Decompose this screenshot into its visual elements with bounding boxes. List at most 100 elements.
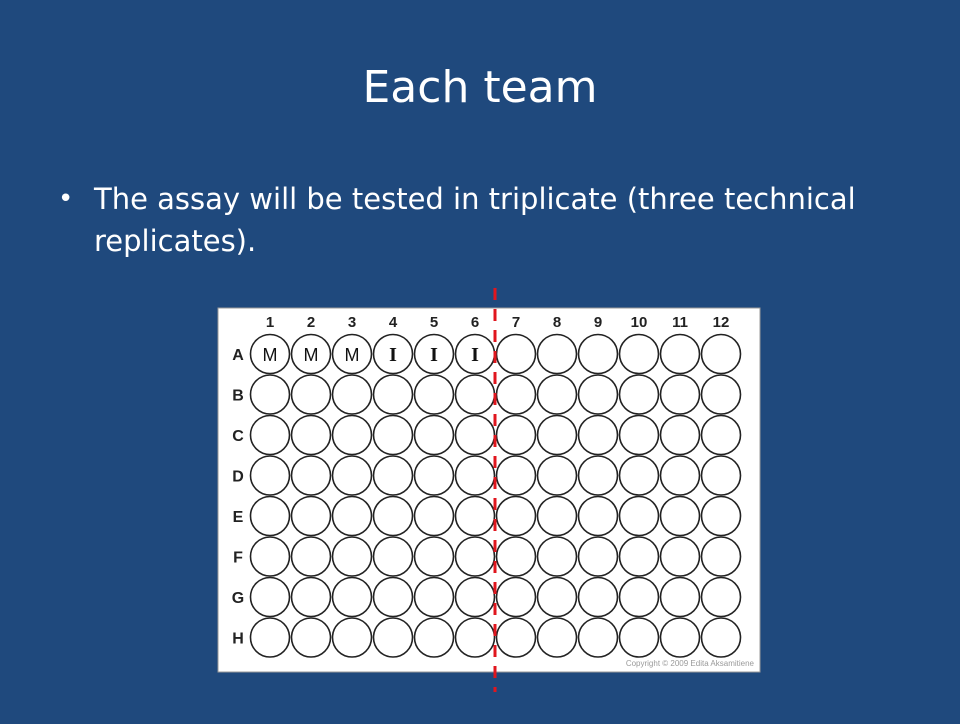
well [372, 333, 414, 375]
well [700, 617, 742, 658]
well [249, 374, 291, 415]
row-label: G [232, 590, 244, 607]
well [536, 495, 578, 537]
well [290, 374, 332, 415]
row-label: C [232, 428, 244, 445]
bullet-text: The assay will be tested in triplicate (… [94, 182, 856, 258]
column-label: 9 [594, 314, 602, 331]
well [495, 414, 537, 456]
column-label: 1 [266, 314, 274, 331]
well [249, 536, 291, 577]
well [577, 495, 619, 537]
well [659, 576, 701, 618]
well-label: M [304, 345, 319, 365]
well [413, 374, 455, 415]
well [331, 333, 373, 375]
well [700, 333, 742, 375]
column-label: 5 [430, 314, 438, 331]
well [413, 455, 455, 496]
well [659, 495, 701, 537]
well [495, 455, 537, 496]
well [372, 414, 414, 456]
column-label: 10 [631, 314, 648, 331]
well [618, 455, 660, 496]
well [331, 414, 373, 456]
well [536, 455, 578, 496]
well [413, 536, 455, 577]
well [372, 536, 414, 577]
well [536, 414, 578, 456]
well [618, 576, 660, 618]
well [618, 374, 660, 415]
well [618, 617, 660, 658]
row-label: H [232, 631, 244, 648]
row-label: D [232, 469, 244, 486]
column-label: 6 [471, 314, 479, 331]
well [618, 536, 660, 577]
well [536, 536, 578, 577]
well [618, 495, 660, 537]
well [372, 576, 414, 618]
well [290, 333, 332, 375]
well [536, 617, 578, 658]
well [577, 333, 619, 375]
well [249, 495, 291, 537]
well-label: I [389, 344, 397, 366]
bullet-icon: • [58, 184, 74, 214]
well [495, 374, 537, 415]
well [495, 617, 537, 658]
well [454, 495, 496, 537]
well [331, 536, 373, 577]
well [331, 576, 373, 618]
well [618, 414, 660, 456]
well [372, 455, 414, 496]
well [413, 617, 455, 658]
well [249, 455, 291, 496]
well-label: I [471, 344, 479, 366]
well [454, 455, 496, 496]
well [495, 576, 537, 618]
well [290, 414, 332, 456]
well [290, 495, 332, 537]
column-label: 3 [348, 314, 356, 331]
well [413, 495, 455, 537]
well-label: M [263, 345, 278, 365]
well [413, 414, 455, 456]
well [249, 333, 291, 375]
well [372, 495, 414, 537]
column-label: 7 [512, 314, 520, 331]
well [700, 455, 742, 496]
well [495, 333, 537, 375]
well [290, 455, 332, 496]
well [659, 374, 701, 415]
slide-title: Each team [362, 62, 598, 113]
row-label: A [232, 347, 244, 364]
well [331, 617, 373, 658]
column-label: 4 [389, 314, 398, 331]
well [454, 576, 496, 618]
well [495, 536, 537, 577]
well [249, 576, 291, 618]
column-label: 2 [307, 314, 315, 331]
well [413, 333, 455, 375]
well [700, 414, 742, 456]
well [249, 617, 291, 658]
well [290, 536, 332, 577]
well [331, 455, 373, 496]
well [454, 374, 496, 415]
well [659, 414, 701, 456]
well [577, 617, 619, 658]
well [618, 333, 660, 375]
well [536, 576, 578, 618]
well [331, 495, 373, 537]
column-label: 12 [713, 314, 730, 331]
well [577, 414, 619, 456]
well [577, 536, 619, 577]
well [454, 536, 496, 577]
well [331, 374, 373, 415]
well [659, 617, 701, 658]
column-label: 11 [672, 314, 688, 331]
well [290, 617, 332, 658]
well [495, 495, 537, 537]
